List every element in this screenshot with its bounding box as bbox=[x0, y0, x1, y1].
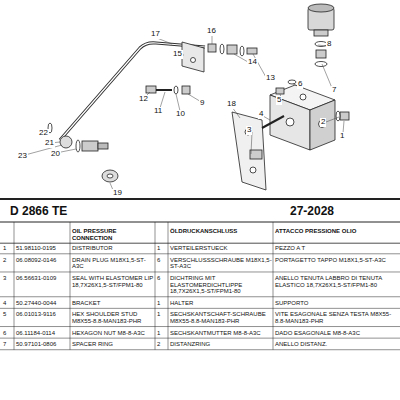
table-cell: 50.27440-0044 bbox=[16, 300, 70, 307]
table-cell: DISTANZRING bbox=[170, 341, 272, 348]
table-cell: 2 bbox=[157, 341, 169, 348]
rule-line bbox=[0, 253, 400, 254]
rule-line bbox=[0, 338, 400, 339]
table-cell: VITE ESAGONALE SENZA TESTA M8X55-8.8-MAN… bbox=[275, 311, 397, 324]
callout-number: 21 bbox=[44, 139, 55, 148]
table-heading: OIL PRESSURE CONNECTION bbox=[72, 228, 156, 241]
rule-line bbox=[0, 243, 400, 244]
bracket bbox=[232, 112, 266, 190]
table-heading: ÖLDRUCKANSCHLUSS bbox=[170, 228, 272, 235]
table-cell: 06.01013-9116 bbox=[16, 311, 70, 318]
table-cell: VERTEILERSTUECK bbox=[170, 245, 272, 252]
table-cell: 1 bbox=[157, 311, 169, 318]
callout-number: 22 bbox=[38, 129, 49, 138]
table-cell: SEAL WITH ELASTOMER LIP 18,7X26X1,5-ST/F… bbox=[72, 275, 156, 288]
callout-number: 1 bbox=[339, 132, 345, 141]
callout-number: 13 bbox=[265, 74, 276, 83]
table-cell: 7 bbox=[3, 341, 15, 348]
callout-number: 20 bbox=[50, 150, 61, 159]
table-heading: ATTACCO PRESSIONE OLIO bbox=[275, 228, 397, 235]
table-cell: HEXAGON NUT M8-8-A3C bbox=[72, 330, 156, 337]
table-cell: 1 bbox=[157, 300, 169, 307]
table-cell: 06.08092-0146 bbox=[16, 257, 70, 264]
table-cell: 06.56631-0109 bbox=[16, 275, 70, 282]
table-cell: ANELLO TENUTA LABBRO DI TENUTA ELASTICO … bbox=[275, 275, 397, 288]
callout-number: 9 bbox=[199, 99, 205, 108]
table-cell: 6 bbox=[3, 330, 15, 337]
table-cell: PORTAGETTO TAPPO M18X1,5-ST-A3C bbox=[275, 257, 397, 264]
table-cell: ANELLO DISTANZ. bbox=[275, 341, 397, 348]
table-cell: DICHTRING MIT ELASTOMERDICHTLIPPE 18,7X2… bbox=[170, 275, 272, 295]
callout-number: 18 bbox=[226, 100, 237, 109]
callout-number: 23 bbox=[17, 152, 28, 161]
callout-number: 5 bbox=[276, 96, 282, 105]
table-cell: SECHSKANTSCHAFT-SCHRAUBE M8X55-8.8-MAN18… bbox=[170, 311, 272, 324]
callout-number: 17 bbox=[150, 30, 161, 39]
table-cell: PEZZO A T bbox=[275, 245, 397, 252]
rule-line bbox=[168, 222, 169, 350]
rule-line bbox=[0, 296, 400, 297]
plug bbox=[316, 50, 326, 58]
rule-line bbox=[0, 349, 400, 350]
rule-line bbox=[0, 222, 400, 223]
table-cell: 06.11184-0114 bbox=[16, 330, 70, 337]
rule-line bbox=[0, 198, 400, 200]
table-cell: 2 bbox=[3, 257, 15, 264]
callout-number: 2 bbox=[320, 118, 326, 127]
engine-code: D 2866 TE bbox=[10, 205, 67, 218]
table-cell: HEX SHOULDER STUD M8X55-8.8-MAN183-PHR bbox=[72, 311, 156, 324]
callout-number: 12 bbox=[138, 95, 149, 104]
table-cell: DADO ESAGONALE M8-8-A3C bbox=[275, 330, 397, 337]
rule-line bbox=[0, 326, 400, 327]
callout-number: 19 bbox=[112, 189, 123, 198]
table-cell: 3 bbox=[3, 275, 15, 282]
table-cell: 5 bbox=[3, 311, 15, 318]
callout-number: 8 bbox=[326, 40, 332, 49]
rule-line bbox=[70, 222, 71, 350]
table-cell: HALTER bbox=[170, 300, 272, 307]
callout-number: 16 bbox=[206, 27, 217, 36]
callout-number: 6 bbox=[297, 80, 303, 89]
rule-line bbox=[0, 271, 400, 272]
callout-number: 10 bbox=[175, 110, 186, 119]
callout-number: 15 bbox=[172, 50, 183, 59]
table-cell: SUPPORTO bbox=[275, 300, 397, 307]
callout-number: 3 bbox=[246, 126, 252, 135]
rule-line bbox=[155, 222, 156, 350]
table-cell: 1 bbox=[3, 245, 15, 252]
rule-line bbox=[273, 222, 274, 350]
table-cell: 6 bbox=[157, 275, 169, 282]
callout-number: 14 bbox=[247, 58, 258, 67]
table-cell: 50.97101-0806 bbox=[16, 341, 70, 348]
rule-line bbox=[0, 308, 400, 309]
rule-line bbox=[14, 222, 15, 350]
table-cell: DRAIN PLUG M18X1,5-ST-A3C bbox=[72, 257, 156, 270]
table-cell: SECHSKANTMUTTER M8-8-A3C bbox=[170, 330, 272, 337]
table-cell: BRACKET bbox=[72, 300, 156, 307]
callout-number: 4 bbox=[258, 110, 264, 119]
table-cell: 4 bbox=[3, 300, 15, 307]
callout-number: 7 bbox=[331, 86, 337, 95]
table-cell: 1 bbox=[157, 245, 169, 252]
table-cell: 1 bbox=[157, 330, 169, 337]
table-cell: SPACER RING bbox=[72, 341, 156, 348]
table-cell: 51.98110-0195 bbox=[16, 245, 70, 252]
callout-number: 11 bbox=[153, 107, 163, 116]
table-cell: DISTRIBUTOR bbox=[72, 245, 156, 252]
table-cell: 6 bbox=[157, 257, 169, 264]
page-number: 27-2028 bbox=[290, 205, 334, 218]
table-cell: VERSCHLUSSSCHRAUBE M18X1,5-ST-A3C bbox=[170, 257, 272, 270]
